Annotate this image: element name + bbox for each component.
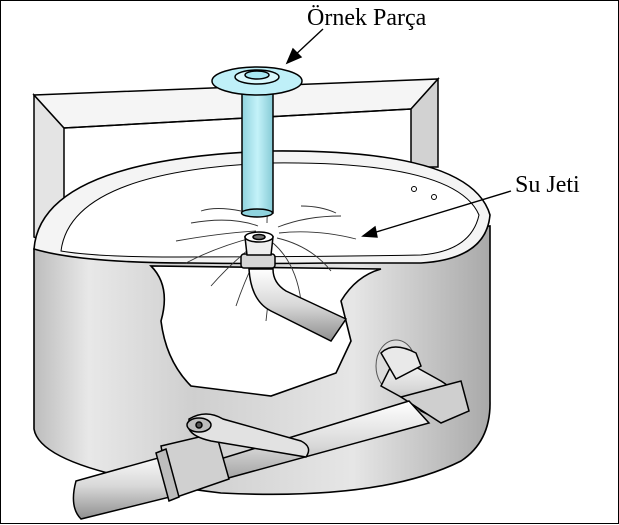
specimen-arrow <box>285 28 324 65</box>
valve-handle <box>186 413 310 458</box>
specimen-part <box>211 66 303 218</box>
water-jet-label: Su Jeti <box>515 172 580 198</box>
specimen-label: Örnek Parça <box>307 5 427 31</box>
water-nozzle <box>240 231 348 342</box>
water-jet-arrow <box>361 190 512 238</box>
